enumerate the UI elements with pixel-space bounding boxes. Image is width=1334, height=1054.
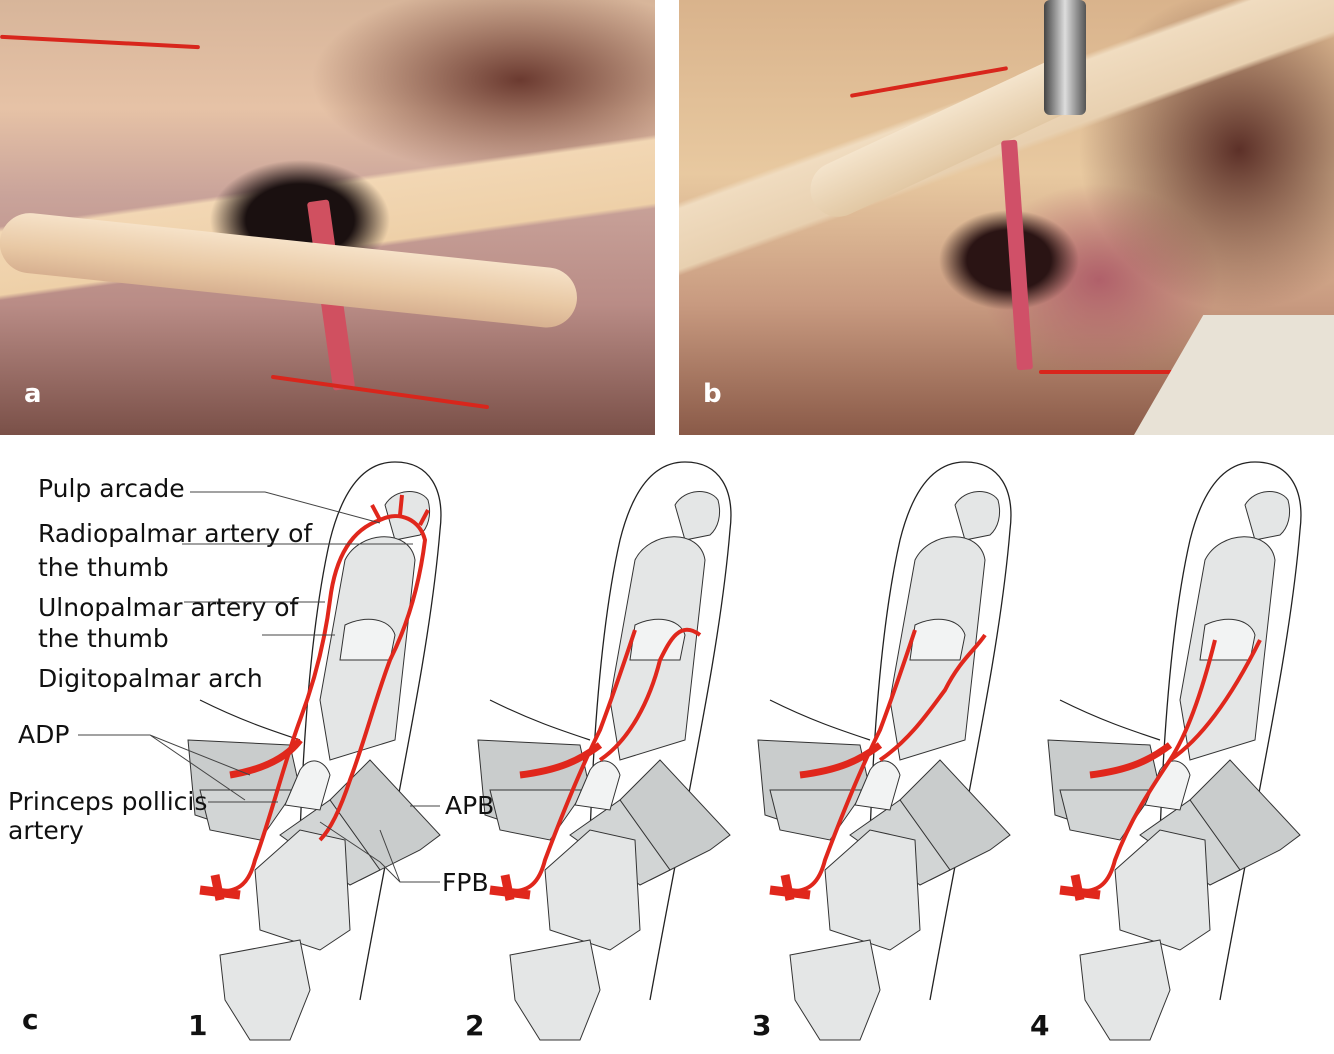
retractor [1044,0,1086,115]
panel-label-c: c [22,1003,39,1036]
label-princeps-line1: Princeps pollicis [8,787,208,816]
variant-number-4: 4 [1030,1009,1050,1042]
label-apb: APB [445,791,495,820]
panel-label-b: b [703,379,722,409]
dissection-photo-a: a [0,0,655,435]
thumb-illustrations [78,461,1302,1041]
thumb-variant-2 [477,461,732,1041]
vessel-photo [1039,370,1189,374]
arteries-variant-2 [489,627,702,901]
arteries-variant-4 [1059,639,1262,901]
drape [1134,315,1334,435]
panel-label-a: a [24,379,42,409]
arteries-variant-3 [769,629,987,901]
variant-number-3: 3 [752,1009,772,1042]
label-fpb: FPB [442,868,489,897]
dissection-photo-b: b [679,0,1334,435]
label-ulnopalmar-line2: the thumb [38,624,169,653]
label-ulnopalmar-line1: Ulnopalmar artery of [38,593,299,622]
thumb-variant-3 [757,461,1012,1041]
label-radiopalmar-line2: the thumb [38,553,169,582]
leader-lines [78,491,440,883]
label-pulp-arcade: Pulp arcade [38,474,185,503]
variant-number-2: 2 [465,1009,485,1042]
label-digitopalmar-arch: Digitopalmar arch [38,664,263,693]
vessel-photo [0,34,200,50]
variant-number-1: 1 [188,1009,208,1042]
thumb-artery-diagram: Pulp arcade Radiopalmar artery of the th… [0,445,1334,1054]
artery-photo [1000,139,1034,371]
tendon [0,210,580,331]
label-adp: ADP [18,720,70,749]
label-radiopalmar-line1: Radiopalmar artery of [38,519,313,548]
vessel-photo [270,374,490,410]
label-princeps-line2: artery [8,816,84,845]
